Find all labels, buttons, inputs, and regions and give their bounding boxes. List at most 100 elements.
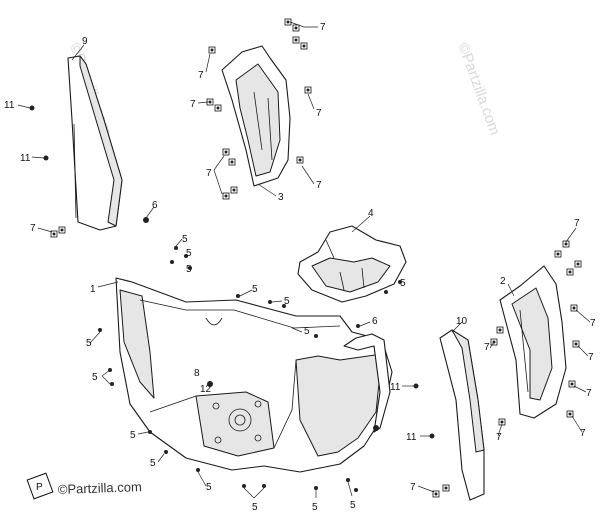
screw [29,105,35,111]
part-2-right-upper-panel [499,265,567,419]
callout-3: 3 [278,192,284,203]
fastener [442,484,450,492]
callout-5: 5 [252,284,258,295]
callout-11: 11 [4,100,15,111]
fastener [292,24,300,32]
screw [354,488,358,492]
screw [188,266,192,270]
watermark-right: ©Partzilla.com [454,41,503,138]
screw [236,294,240,298]
screw [384,290,388,294]
part-8-bracket [343,333,391,433]
callout-7: 7 [30,223,36,234]
callout-7: 7 [198,70,204,81]
fastener [568,380,576,388]
callout-5: 5 [206,482,212,493]
screw [314,334,318,338]
callout-5: 5 [400,278,406,289]
fastener [304,86,312,94]
callout-8: 8 [194,368,200,379]
screw [262,484,266,488]
fastener [50,230,58,238]
fastener [432,490,440,498]
fastener [292,36,300,44]
callout-6: 6 [372,316,378,327]
callout-7: 7 [316,108,322,119]
callout-5: 5 [350,500,356,511]
callout-5: 5 [86,338,92,349]
callout-11: 11 [406,432,417,443]
screw [98,328,102,332]
callout-10: 10 [456,316,468,327]
fastener [230,186,238,194]
callout-7: 7 [206,168,212,179]
screw [174,246,178,250]
callout-7: 7 [316,180,322,191]
fastener [554,250,562,258]
fastener [208,46,216,54]
fastener [228,158,236,166]
callout-1: 1 [90,284,96,295]
fastener [566,268,574,276]
callout-7: 7 [320,22,326,33]
part-10-right-panel [439,329,485,501]
callout-5: 5 [186,264,192,275]
logo-letter: P [36,482,43,493]
callout-7: 7 [586,388,592,399]
fastener [296,156,304,164]
part-9-left-panel [67,55,123,231]
watermark-bottom: ©Partzilla.com [58,479,142,497]
screw [356,324,360,328]
fastener [222,148,230,156]
fastener [566,410,574,418]
callout-7: 7 [190,99,196,110]
screw [314,486,318,490]
part-3-upper-panel [221,45,291,187]
callout-5: 5 [284,296,290,307]
callout-7: 7 [580,428,586,439]
screw [207,381,213,387]
callout-5: 5 [304,326,310,337]
fasteners [50,18,582,498]
callout-7: 7 [496,432,502,443]
screw [184,254,188,258]
callout-9: 9 [82,36,88,47]
callout-7: 7 [574,218,580,229]
callout-5: 5 [312,502,318,513]
fastener [574,260,582,268]
fastener [572,340,580,348]
screw [413,383,419,389]
callout-5: 5 [92,372,98,383]
callout-11: 11 [20,153,31,164]
callout-11: 11 [390,382,401,393]
callout-5: 5 [252,502,258,513]
screw [282,304,286,308]
callout-5: 5 [182,234,188,245]
screw [242,484,246,488]
screw [170,260,174,264]
screw [143,217,149,223]
callout-4: 4 [368,208,374,219]
fastener [496,326,504,334]
callout-6: 6 [152,200,158,211]
screw [164,450,168,454]
fastener [562,240,570,248]
callout-12: 12 [200,384,212,395]
callout-labels: 9 11 11 7 7 7 7 7 7 7 3 4 6 5 5 5 1 5 5 … [4,22,596,513]
callout-7: 7 [410,482,416,493]
callout-5: 5 [150,458,156,469]
fastener [214,104,222,112]
callout-7: 7 [590,318,596,329]
screw [110,382,114,386]
callout-7: 7 [588,352,594,363]
fastener [300,42,308,50]
screw [268,300,272,304]
part-1-main-panel [115,277,393,473]
callout-5: 5 [130,430,136,441]
callout-7: 7 [484,342,490,353]
screw [346,478,350,482]
screw [398,280,402,284]
callout-2: 2 [500,276,506,287]
part-4-tray [297,225,407,303]
